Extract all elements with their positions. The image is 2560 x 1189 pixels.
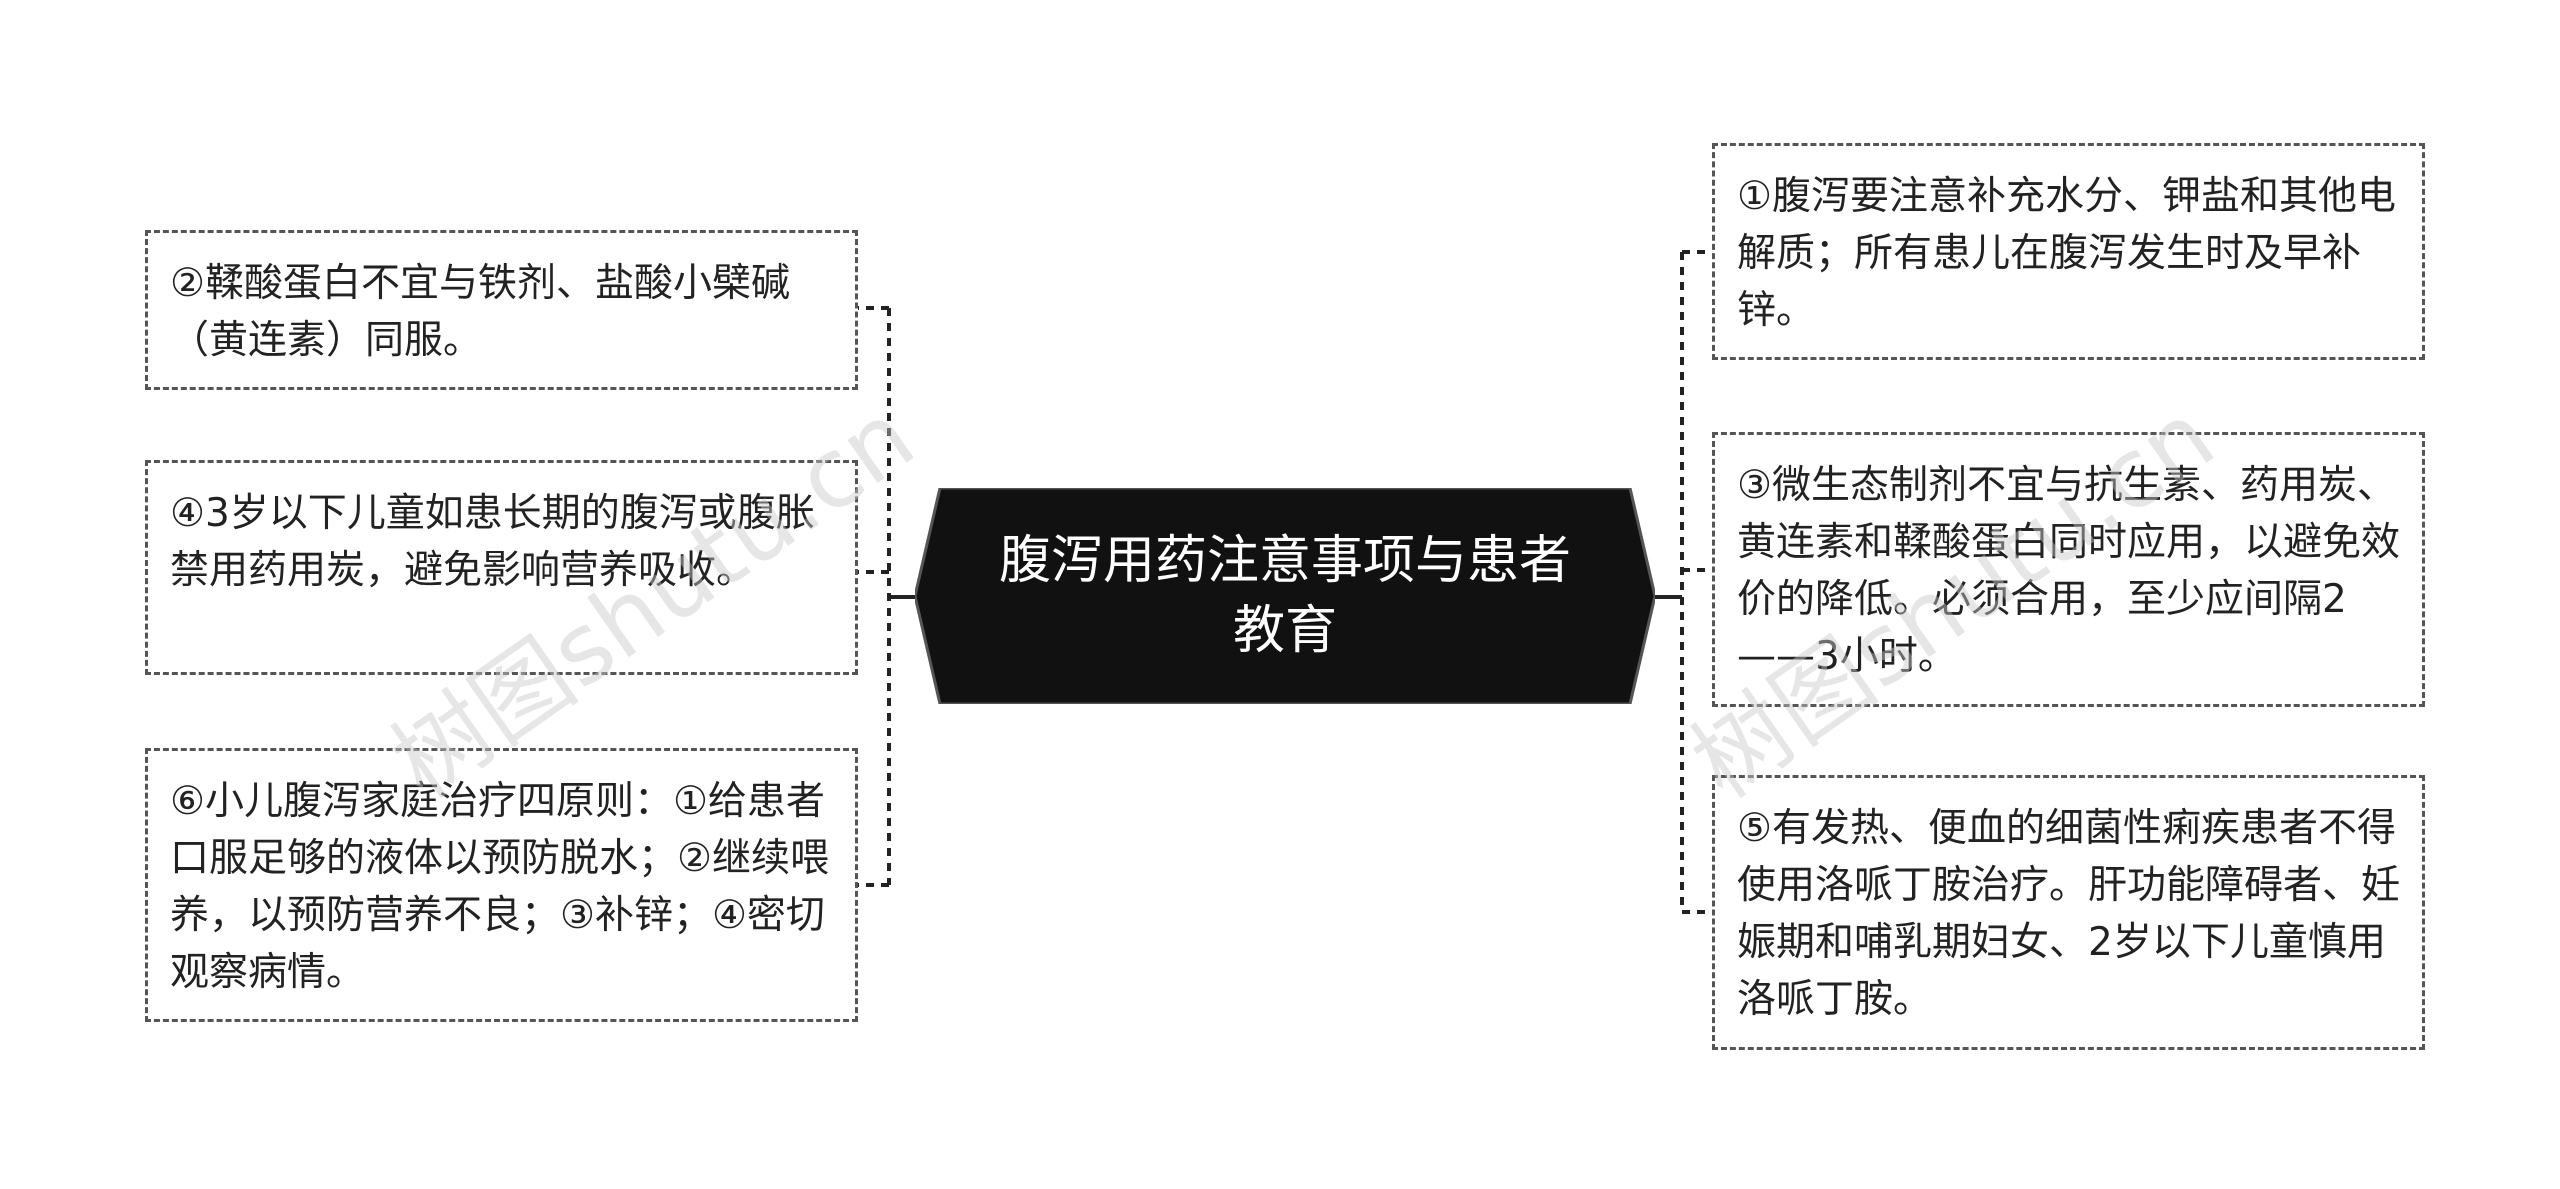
center-topic[interactable]: 腹泻用药注意事项与患者教育 bbox=[915, 488, 1655, 704]
center-topic-title: 腹泻用药注意事项与患者教育 bbox=[998, 531, 1571, 661]
left-node-2[interactable]: ④3岁以下儿童如患长期的腹泻或腹胀禁用药用炭，避免影响营养吸收。 bbox=[145, 460, 858, 675]
right-node-1[interactable]: ①腹泻要注意补充水分、钾盐和其他电解质；所有患儿在腹泻发生时及早补锌。 bbox=[1712, 143, 2425, 360]
left-node-1-text: ②鞣酸蛋白不宜与铁剂、盐酸小檗碱（黄连素）同服。 bbox=[170, 261, 790, 363]
center-topic-shape bbox=[915, 488, 1655, 704]
right-node-3-text: ⑤有发热、便血的细菌性痢疾患者不得使用洛哌丁胺治疗。肝功能障碍者、妊娠期和哺乳期… bbox=[1737, 806, 2401, 1022]
right-node-3[interactable]: ⑤有发热、便血的细菌性痢疾患者不得使用洛哌丁胺治疗。肝功能障碍者、妊娠期和哺乳期… bbox=[1712, 775, 2425, 1050]
left-node-3-text: ⑥小儿腹泻家庭治疗四原则：①给患者口服足够的液体以预防脱水；②继续喂养，以预防营… bbox=[170, 779, 829, 995]
left-node-3[interactable]: ⑥小儿腹泻家庭治疗四原则：①给患者口服足够的液体以预防脱水；②继续喂养，以预防营… bbox=[145, 748, 858, 1022]
left-node-1[interactable]: ②鞣酸蛋白不宜与铁剂、盐酸小檗碱（黄连素）同服。 bbox=[145, 230, 858, 390]
right-node-2[interactable]: ③微生态制剂不宜与抗生素、药用炭、黄连素和鞣酸蛋白同时应用，以避免效价的降低。必… bbox=[1712, 432, 2425, 707]
right-node-1-text: ①腹泻要注意补充水分、钾盐和其他电解质；所有患儿在腹泻发生时及早补锌。 bbox=[1737, 174, 2396, 333]
right-node-2-text: ③微生态制剂不宜与抗生素、药用炭、黄连素和鞣酸蛋白同时应用，以避免效价的降低。必… bbox=[1737, 463, 2401, 679]
left-node-2-text: ④3岁以下儿童如患长期的腹泻或腹胀禁用药用炭，避免影响营养吸收。 bbox=[170, 491, 815, 593]
